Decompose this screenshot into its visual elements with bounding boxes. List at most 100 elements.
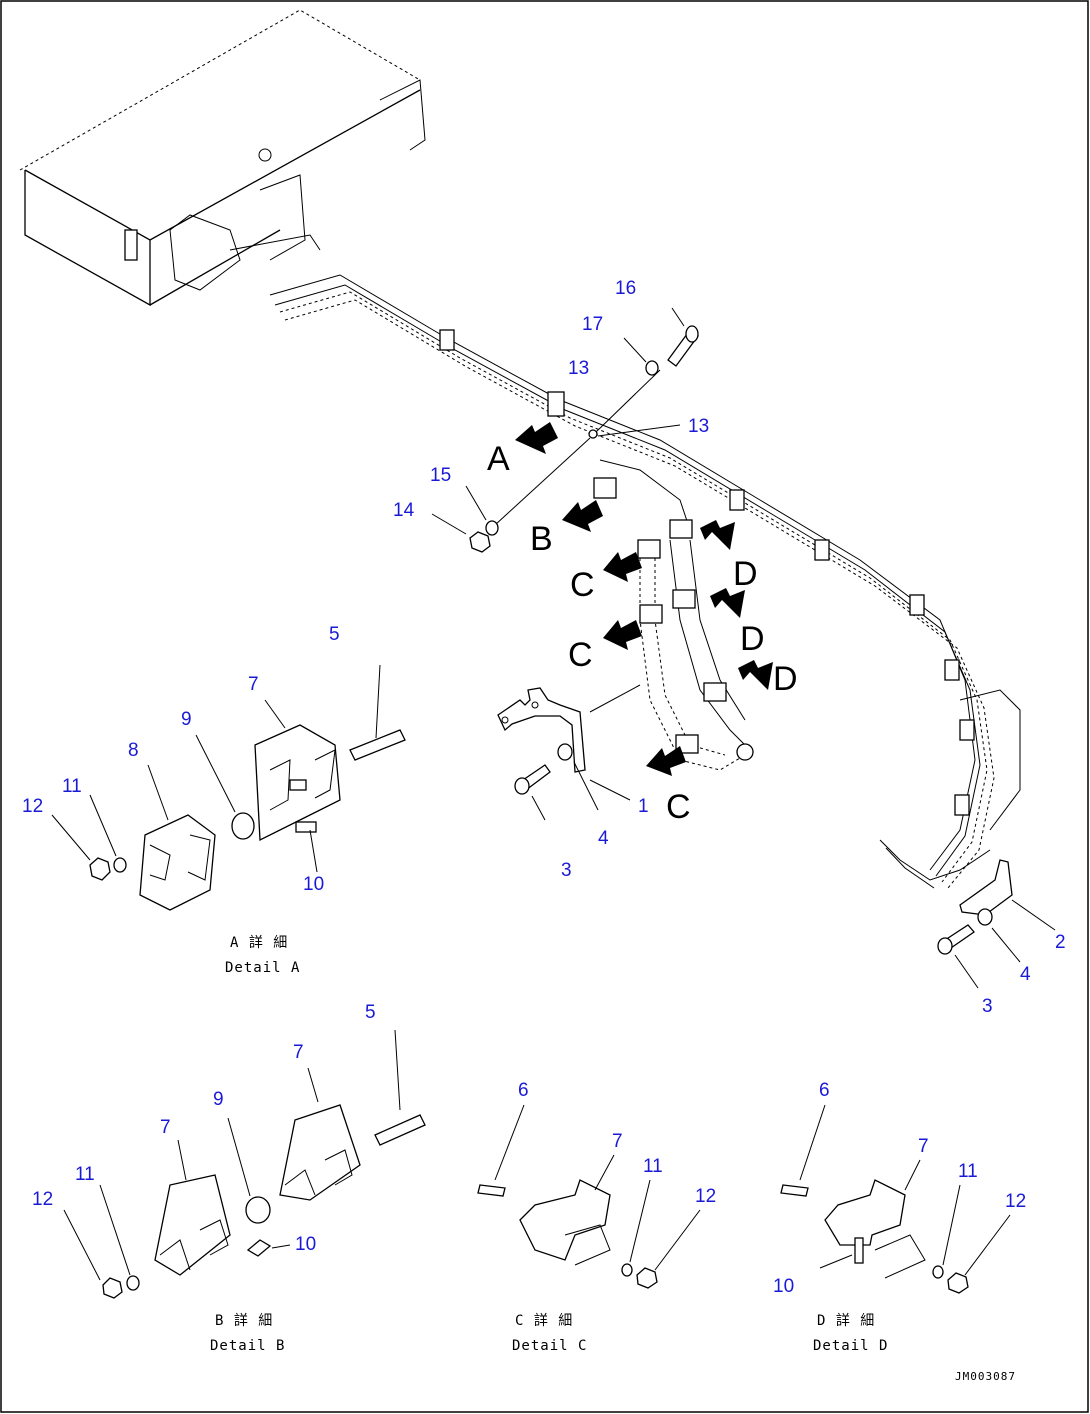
detail-a-callout-12: 12 <box>22 796 43 817</box>
callout-13a: 13 <box>568 358 589 379</box>
detail-d-callout-12: 12 <box>1005 1191 1026 1212</box>
view-letter-d2: D <box>740 620 765 658</box>
callout-17: 17 <box>582 314 603 335</box>
main-callouts: 1 2 3 3 4 4 13 13 14 15 16 17 <box>393 278 1066 1017</box>
detail-b-callout-5: 5 <box>365 1002 376 1023</box>
detail-c-washer-11 <box>621 1263 633 1277</box>
callout-4a: 4 <box>598 828 609 849</box>
view-letters: A B C C C D D D <box>487 440 798 826</box>
bracket-1 <box>497 684 641 801</box>
detail-c-callout-7: 7 <box>612 1131 623 1152</box>
detail-d-pin-6 <box>780 1184 809 1197</box>
detail-d-nut-12 <box>947 1272 969 1294</box>
washer-4a <box>557 743 599 811</box>
callout-4b: 4 <box>1020 964 1031 985</box>
callout-16: 16 <box>615 278 636 299</box>
detail-c-caption-en: Detail C <box>512 1338 587 1354</box>
detail-b-caption-en: Detail B <box>210 1338 285 1354</box>
detail-b-pin-10 <box>246 1239 272 1257</box>
view-letter-c1: C <box>570 566 595 604</box>
detail-a-caption-en: Detail A <box>225 960 300 976</box>
detail-d-clamp-7 <box>824 1179 906 1246</box>
callout-3a: 3 <box>561 860 572 881</box>
detail-a-callout-10: 10 <box>303 874 324 895</box>
detail-a-spacer-9 <box>231 812 255 840</box>
detail-a-callout-11: 11 <box>62 776 82 797</box>
arrow-c1 <box>603 552 642 582</box>
detail-b-callout-11: 11 <box>75 1164 95 1185</box>
detail-a-parts <box>51 664 406 911</box>
detail-c-caption-jp: C 詳 細 <box>515 1313 573 1329</box>
arrow-d1 <box>700 520 735 550</box>
detail-d-callout-7: 7 <box>918 1136 929 1157</box>
reference-code: JM003087 <box>955 1370 1016 1383</box>
detail-c-parts <box>477 1104 701 1289</box>
callout-3b: 3 <box>982 996 993 1017</box>
detail-c: 6 7 11 12 C 詳 細 Detail C <box>512 1080 716 1354</box>
washer-4b <box>977 908 1021 963</box>
detail-a-nut-12 <box>89 857 111 881</box>
callout-15: 15 <box>430 465 451 486</box>
bolt-16 <box>667 307 699 367</box>
detail-d-caption-jp: D 詳 細 <box>817 1313 875 1329</box>
detail-a-bolt-5 <box>349 729 406 761</box>
detail-a-callout-7: 7 <box>248 674 259 695</box>
detail-d-parts <box>780 1104 1011 1294</box>
detail-b-callout-12: 12 <box>32 1189 53 1210</box>
center-pipes <box>494 369 754 771</box>
detail-b-spacer-9 <box>245 1196 271 1224</box>
detail-a-callout-8: 8 <box>128 740 139 761</box>
detail-b-clamp-7a <box>154 1174 231 1276</box>
nut-14 <box>431 513 491 553</box>
detail-c-nut-12 <box>636 1267 658 1289</box>
detail-c-clamp-7 <box>519 1179 611 1261</box>
detail-b-callout-10: 10 <box>295 1234 316 1255</box>
view-letter-a: A <box>487 440 510 478</box>
detail-c-callout-12: 12 <box>695 1186 716 1207</box>
detail-c-pin-6 <box>477 1184 506 1197</box>
main-hose-run <box>269 274 1021 889</box>
view-arrows <box>515 422 773 776</box>
washer-17 <box>623 337 659 376</box>
view-letter-c3: C <box>666 788 691 826</box>
tank-box <box>19 9 426 307</box>
detail-d-callout-6: 6 <box>819 1080 830 1101</box>
detail-c-callout-11: 11 <box>643 1156 663 1177</box>
detail-b-callout-9: 9 <box>213 1089 224 1110</box>
detail-b: 5 7 7 9 10 11 12 B 詳 細 Detail B <box>32 1002 376 1354</box>
arrow-c2 <box>603 620 642 650</box>
callout-2: 2 <box>1055 932 1066 953</box>
washer-15 <box>465 485 499 536</box>
bolt-3a <box>514 764 551 821</box>
detail-d-callout-10: 10 <box>773 1276 794 1297</box>
detail-d-callout-11: 11 <box>958 1161 978 1182</box>
view-letter-d3: D <box>773 660 798 698</box>
view-letter-b: B <box>530 520 553 558</box>
detail-d: 6 7 10 11 12 D 詳 細 Detail D <box>773 1080 1026 1354</box>
detail-a-clamp-8 <box>139 814 216 911</box>
detail-b-callout-7a: 7 <box>293 1042 304 1063</box>
detail-c-callout-6: 6 <box>518 1080 529 1101</box>
view-letter-c2: C <box>568 636 593 674</box>
bracket-2 <box>959 859 1056 931</box>
detail-a-callout-5: 5 <box>329 624 340 645</box>
detail-d-pin-10 <box>854 1237 864 1264</box>
detail-d-caption-en: Detail D <box>813 1338 888 1354</box>
detail-a-washer-11 <box>113 857 127 873</box>
bolt-3b <box>937 924 979 989</box>
detail-d-washer-11 <box>932 1265 944 1279</box>
detail-b-parts <box>63 1029 426 1299</box>
detail-b-clamp-7b <box>279 1104 361 1201</box>
detail-b-bolt-5 <box>374 1114 426 1146</box>
arrow-d3 <box>738 660 773 690</box>
callout-1: 1 <box>638 796 649 817</box>
detail-b-callout-7b: 7 <box>160 1117 171 1138</box>
detail-a-callout-9: 9 <box>181 709 192 730</box>
arrow-c3 <box>646 746 686 776</box>
detail-b-nut-12 <box>102 1277 123 1299</box>
detail-b-washer-11 <box>126 1275 140 1291</box>
arrow-a <box>515 422 558 454</box>
